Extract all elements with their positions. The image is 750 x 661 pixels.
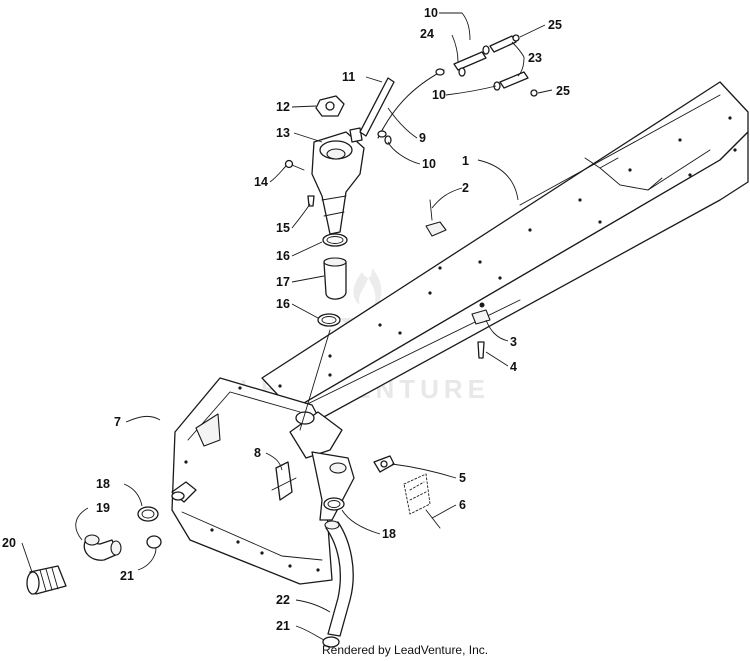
callout-18-right: 18 bbox=[382, 527, 396, 541]
cap-part-25-upper bbox=[512, 34, 520, 42]
callout-labels: 1 2 3 4 5 6 7 8 9 10 10 10 11 12 13 14 1… bbox=[2, 6, 570, 633]
hose-part-22 bbox=[324, 520, 354, 637]
callout-4: 4 bbox=[510, 360, 517, 374]
overflow-hose-part-9 bbox=[377, 68, 445, 139]
callout-23: 23 bbox=[528, 51, 542, 65]
callout-13: 13 bbox=[276, 126, 290, 140]
callout-25-top: 25 bbox=[548, 18, 562, 32]
callout-3: 3 bbox=[510, 335, 517, 349]
callout-24: 24 bbox=[420, 27, 434, 41]
callout-16-upper: 16 bbox=[276, 249, 290, 263]
screw-part-15 bbox=[307, 195, 315, 207]
heat-exchanger-part-7 bbox=[171, 377, 333, 585]
callout-21-left: 21 bbox=[120, 569, 134, 583]
callout-10-lower: 10 bbox=[422, 157, 436, 171]
clamp-part-21-left bbox=[146, 535, 162, 549]
cap-part-25-lower bbox=[530, 89, 538, 97]
rivet-part-2 bbox=[425, 199, 447, 237]
callout-12: 12 bbox=[276, 100, 290, 114]
callout-16-lower: 16 bbox=[276, 297, 290, 311]
rendered-by-footer: Rendered by LeadVenture, Inc. bbox=[322, 643, 489, 657]
clamp-part-18-right bbox=[323, 497, 345, 511]
clamp-part-16-lower bbox=[317, 313, 341, 327]
callout-1: 1 bbox=[462, 154, 469, 168]
callout-19: 19 bbox=[96, 501, 110, 515]
hose-part-20 bbox=[26, 565, 67, 595]
leader-lines bbox=[21, 12, 553, 641]
callout-25-lower: 25 bbox=[556, 84, 570, 98]
hose-part-23-lower bbox=[499, 71, 529, 89]
callout-21-lower: 21 bbox=[276, 619, 290, 633]
callout-5: 5 bbox=[459, 471, 466, 485]
elbow-hose-part-19 bbox=[83, 534, 122, 561]
callout-8: 8 bbox=[254, 446, 261, 460]
clamp-part-10-set bbox=[384, 45, 501, 145]
assembly-axis-line bbox=[299, 329, 331, 431]
bolt-part-4 bbox=[477, 341, 485, 359]
filler-neck-part-13 bbox=[311, 127, 365, 235]
callout-2: 2 bbox=[462, 181, 469, 195]
filler-cap-gasket-part-12 bbox=[315, 95, 345, 117]
callout-18-left: 18 bbox=[96, 477, 110, 491]
clamp-part-21-lower bbox=[322, 636, 340, 648]
callout-10-top: 10 bbox=[424, 6, 438, 20]
callout-22: 22 bbox=[276, 593, 290, 607]
coolant-manifold bbox=[289, 411, 355, 521]
callout-9: 9 bbox=[419, 131, 426, 145]
hose-part-23-upper bbox=[489, 35, 517, 53]
hose-part-17 bbox=[323, 257, 347, 300]
tunnel-part-1 bbox=[261, 81, 749, 431]
washer-part-3 bbox=[471, 302, 491, 325]
callout-14: 14 bbox=[254, 175, 268, 189]
callout-15: 15 bbox=[276, 221, 290, 235]
callout-10-middle: 10 bbox=[432, 88, 446, 102]
vent-tube-part-11 bbox=[359, 77, 395, 137]
callout-11: 11 bbox=[342, 70, 355, 84]
callout-20: 20 bbox=[2, 536, 16, 550]
callout-17: 17 bbox=[276, 275, 290, 289]
clip-part-8 bbox=[271, 461, 297, 501]
callout-6: 6 bbox=[459, 498, 466, 512]
clamp-part-16-upper bbox=[322, 233, 348, 247]
fitting-part-24 bbox=[453, 51, 487, 71]
shield-part-6 bbox=[403, 473, 441, 529]
bolt-part-14 bbox=[284, 159, 305, 171]
callout-7: 7 bbox=[114, 415, 121, 429]
clamp-part-18-left bbox=[137, 506, 159, 522]
gasket-part-5 bbox=[373, 455, 395, 473]
